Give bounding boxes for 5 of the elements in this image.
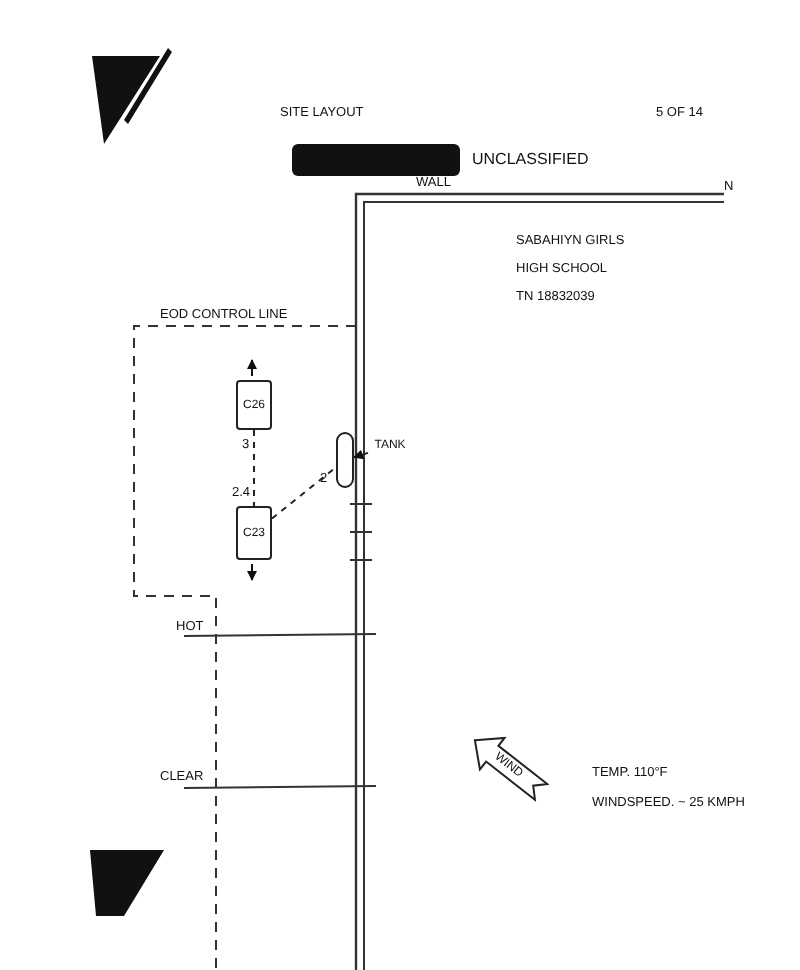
leader-line: [353, 449, 369, 460]
tank-shape: [336, 432, 354, 488]
connector-line: [253, 429, 255, 507]
connector-line: [271, 466, 337, 520]
classification-text: UNCLASSIFIED: [472, 152, 589, 168]
